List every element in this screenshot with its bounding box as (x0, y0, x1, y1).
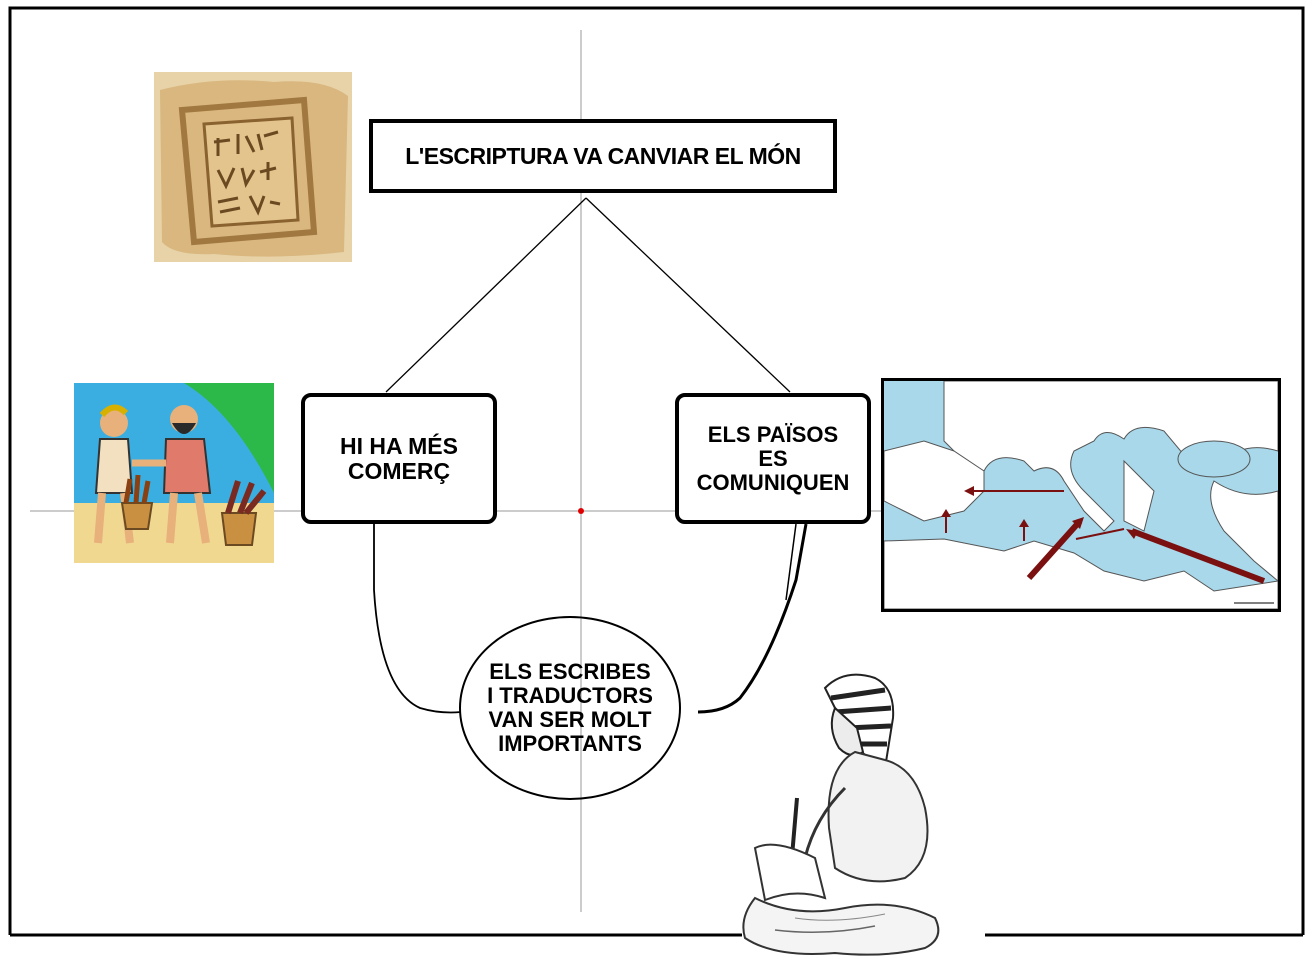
scribes-ellipse: ELS ESCRIBES I TRADUCTORS VAN SER MOLT I… (459, 616, 681, 800)
title-box: L'ESCRIPTURA VA CANVIAR EL MÓN (369, 119, 837, 193)
merchants-trading-icon (74, 383, 274, 563)
page-frame (8, 6, 1305, 935)
countries-box: ELS PAÏSOS ES COMUNIQUEN (675, 393, 871, 524)
countries-text: ELS PAÏSOS ES COMUNIQUEN (696, 421, 850, 495)
connector-countries-inner (785, 523, 797, 601)
scribes-text: ELS ESCRIBES I TRADUCTORS VAN SER MOLT I… (487, 659, 653, 756)
commerce-text: HI HA MÉS COMERÇ (340, 432, 458, 484)
commerce-box: HI HA MÉS COMERÇ (301, 393, 497, 524)
center-dot (578, 508, 584, 514)
clay-tablet-icon (154, 72, 352, 262)
connector-title-countries (585, 197, 791, 393)
connector-title-commerce (385, 197, 587, 393)
connector-commerce-scribes (373, 524, 462, 714)
title-text: L'ESCRIPTURA VA CANVIAR EL MÓN (405, 142, 801, 169)
connector-countries-scribes (697, 523, 808, 714)
egyptian-scribe-icon (735, 668, 950, 968)
mediterranean-map-icon (881, 378, 1281, 612)
